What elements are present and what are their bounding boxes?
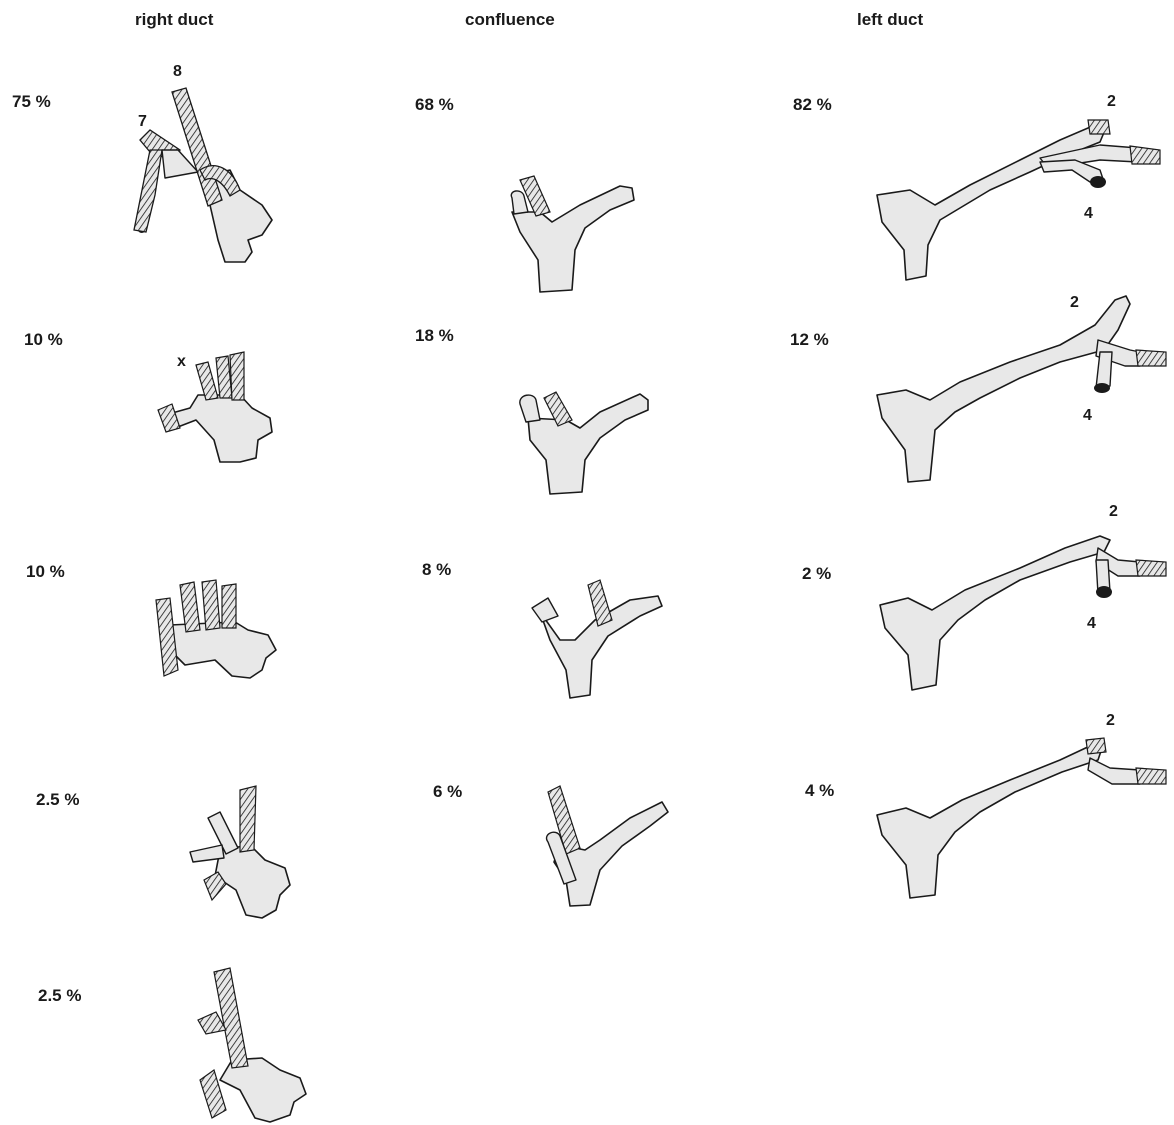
confluence-variant-2 bbox=[519, 391, 649, 495]
header-left-duct: left duct bbox=[857, 10, 924, 29]
left-duct-pct-1: 82 % bbox=[793, 95, 832, 114]
left-duct-pct-4: 4 % bbox=[805, 781, 835, 800]
confluence-variant-1 bbox=[510, 175, 635, 293]
right-duct-variant-3 bbox=[155, 579, 277, 679]
segment-label-2-row4: 2 bbox=[1106, 712, 1115, 729]
segment-label-4-row1: 4 bbox=[1084, 205, 1093, 222]
left-duct-variant-4 bbox=[876, 737, 1167, 899]
left-duct-variant-1 bbox=[876, 119, 1161, 281]
confluence-pct-2: 18 % bbox=[415, 326, 454, 345]
header-right-duct: right duct bbox=[135, 10, 214, 29]
confluence-pct-1: 68 % bbox=[415, 95, 454, 114]
right-duct-variant-4 bbox=[189, 785, 291, 919]
segment-label-2-row3: 2 bbox=[1109, 503, 1118, 520]
confluence-pct-3: 8 % bbox=[422, 560, 452, 579]
right-duct-variant-1 bbox=[133, 87, 273, 263]
left-duct-pct-2: 12 % bbox=[790, 330, 829, 349]
right-duct-pct-1: 75 % bbox=[12, 92, 51, 111]
right-duct-pct-4: 2.5 % bbox=[36, 790, 80, 809]
segment-label-4-row3: 4 bbox=[1087, 615, 1096, 632]
confluence-pct-4: 6 % bbox=[433, 782, 463, 801]
right-duct-pct-5: 2.5 % bbox=[38, 986, 82, 1005]
segment-label-2-row2: 2 bbox=[1070, 294, 1079, 311]
segment-label-8: 8 bbox=[173, 63, 182, 80]
segment-label-7: 7 bbox=[138, 113, 147, 130]
confluence-variant-4 bbox=[545, 785, 669, 907]
left-duct-variant-2 bbox=[876, 295, 1167, 483]
left-duct-pct-3: 2 % bbox=[802, 564, 832, 583]
segment-label-4-row2: 4 bbox=[1083, 407, 1092, 424]
left-duct-variant-3 bbox=[879, 535, 1167, 691]
confluence-variant-3 bbox=[531, 579, 663, 699]
segment-label-2-row1: 2 bbox=[1107, 93, 1116, 110]
right-duct-pct-2: 10 % bbox=[24, 330, 63, 349]
right-duct-variant-5 bbox=[197, 967, 307, 1123]
header-confluence: confluence bbox=[465, 10, 555, 29]
segment-label-x: x bbox=[177, 353, 186, 370]
right-duct-variant-2 bbox=[157, 351, 273, 463]
right-duct-pct-3: 10 % bbox=[26, 562, 65, 581]
